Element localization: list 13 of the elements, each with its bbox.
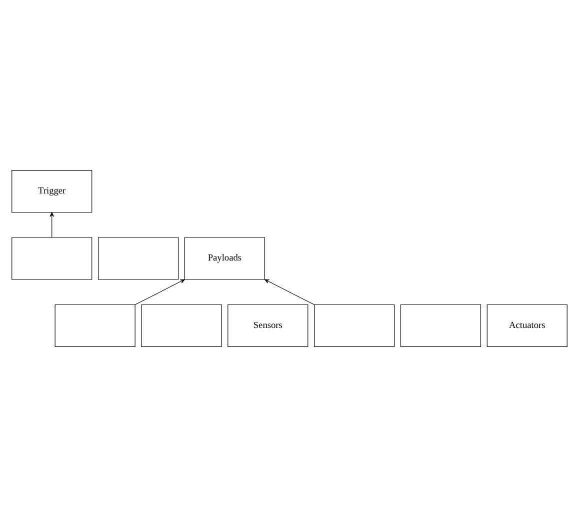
node-box <box>141 304 222 347</box>
node-box <box>400 304 482 347</box>
arrow <box>264 279 314 305</box>
node-box <box>54 304 136 347</box>
arrow <box>134 279 185 305</box>
node-box <box>98 237 179 280</box>
node-box: Trigger <box>12 170 92 213</box>
arrow <box>50 212 54 238</box>
node-box: Actuators <box>486 304 568 347</box>
node-box <box>12 237 92 280</box>
node-box <box>314 304 395 347</box>
node-box: Payloads <box>184 237 265 280</box>
node-box: Sensors <box>228 304 308 347</box>
